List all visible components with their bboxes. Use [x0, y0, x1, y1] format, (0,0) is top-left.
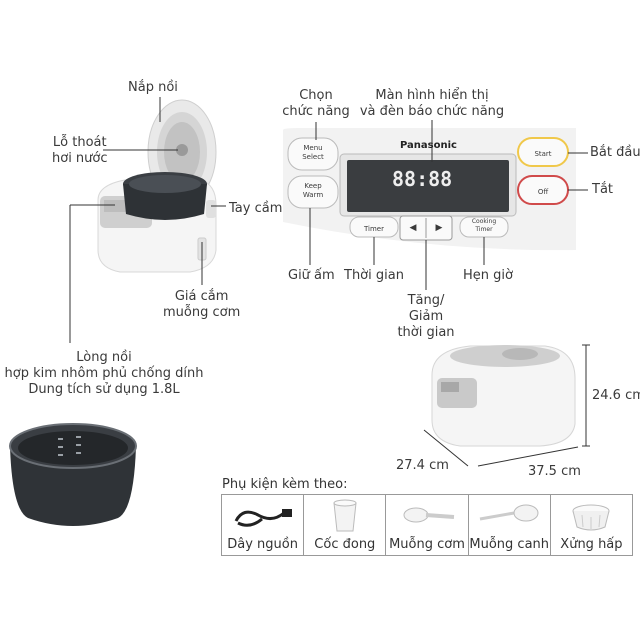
- cooking-timer-line2: Timer: [475, 226, 493, 233]
- accessory-name: Xửng hấp: [560, 537, 623, 552]
- vent-label-line2: hơi nước: [52, 151, 108, 166]
- display-label-line1: Màn hình hiển thị: [375, 88, 489, 103]
- control-panel: [283, 128, 576, 251]
- measuring-cup-icon: [333, 499, 357, 532]
- adjust-line1: Tăng/: [407, 293, 445, 308]
- vent-label: Lỗ thoát hơi nước: [52, 135, 108, 167]
- timer-button[interactable]: Timer: [363, 225, 384, 233]
- inner-pot-label-line3: Dung tích sử dụng 1.8L: [28, 382, 180, 397]
- accessories-table: Dây nguồn Cốc đong Muỗng cơm Muỗng canh …: [221, 494, 633, 556]
- width-dimension: 37.5 cm: [528, 464, 581, 479]
- keep-warm-label: Giữ ấm: [288, 268, 335, 283]
- spoon-holder-label-line2: muỗng cơm: [163, 305, 241, 320]
- keep-warm-button-line2: Warm: [302, 191, 324, 199]
- accessory-rice-paddle: Muỗng cơm: [386, 495, 469, 555]
- choose-function-label: Chọn chức năng: [278, 88, 354, 120]
- off-label: Tắt: [592, 182, 614, 197]
- accessories-title: Phụ kiện kèm theo:: [222, 477, 348, 492]
- vent-label-line1: Lỗ thoát: [52, 135, 107, 150]
- timer-label: Hẹn giờ: [463, 268, 513, 283]
- accessory-name: Dây nguồn: [227, 537, 298, 552]
- adjust-time-label: Tăng/ Giảm thời gian: [390, 293, 462, 341]
- decrease-button[interactable]: ◀: [409, 223, 417, 233]
- display-label: Màn hình hiển thị và đèn báo chức năng: [356, 88, 508, 120]
- start-label: Bắt đầu: [590, 145, 640, 160]
- accessory-power-cord: Dây nguồn: [222, 495, 305, 555]
- inner-pot: [9, 423, 137, 526]
- start-button[interactable]: Start: [534, 150, 552, 158]
- off-button[interactable]: Off: [537, 188, 549, 196]
- choose-function-line1: Chọn: [299, 88, 333, 103]
- spoon-holder-label: Giá cắm muỗng cơm: [163, 289, 240, 321]
- inner-pot-label-line1: Lòng nồi: [76, 350, 132, 365]
- display-label-line2: và đèn báo chức năng: [359, 104, 505, 119]
- spoon-holder-label-line1: Giá cắm: [174, 289, 229, 304]
- power-cord-icon: [234, 509, 292, 527]
- open-rice-cooker: [97, 99, 217, 273]
- increase-button[interactable]: ▶: [435, 223, 443, 233]
- accessory-name: Cốc đong: [314, 537, 376, 552]
- closed-rice-cooker: [431, 345, 576, 447]
- lcd-display: 88:88: [392, 167, 453, 191]
- keep-warm-button[interactable]: Keep Warm: [288, 182, 338, 200]
- accessory-name: Muỗng canh: [469, 537, 550, 552]
- time-label: Thời gian: [344, 268, 404, 283]
- cooking-timer-button[interactable]: Cooking Timer: [460, 218, 508, 234]
- accessory-soup-ladle: Muỗng canh: [469, 495, 551, 555]
- menu-button-line1: Menu: [303, 144, 323, 152]
- inner-pot-label: Lòng nồi hợp kim nhôm phủ chống dính Dun…: [4, 350, 204, 398]
- menu-select-button[interactable]: Menu Select: [288, 144, 338, 162]
- steamer-basket-icon: [572, 504, 610, 531]
- adjust-line3: thời gian: [397, 325, 455, 340]
- depth-dimension: 27.4 cm: [396, 458, 449, 473]
- adjust-line2: Giảm: [408, 309, 444, 324]
- accessory-name: Muỗng cơm: [389, 537, 465, 552]
- inner-pot-label-line2: hợp kim nhôm phủ chống dính: [4, 366, 204, 381]
- lid-label: Nắp nồi: [128, 80, 178, 95]
- cooking-timer-line1: Cooking: [471, 218, 497, 225]
- keep-warm-button-line1: Keep: [304, 182, 322, 190]
- handle-label: Tay cầm: [229, 201, 283, 216]
- choose-function-line2: chức năng: [282, 104, 350, 119]
- accessory-measuring-cup: Cốc đong: [304, 495, 387, 555]
- height-dimension: 24.6 cm: [592, 388, 640, 403]
- rice-paddle-icon: [403, 507, 455, 523]
- brand-logo: Panasonic: [400, 140, 457, 151]
- accessory-steamer: Xửng hấp: [551, 495, 632, 555]
- menu-button-line2: Select: [302, 153, 324, 161]
- soup-ladle-icon: [479, 504, 539, 522]
